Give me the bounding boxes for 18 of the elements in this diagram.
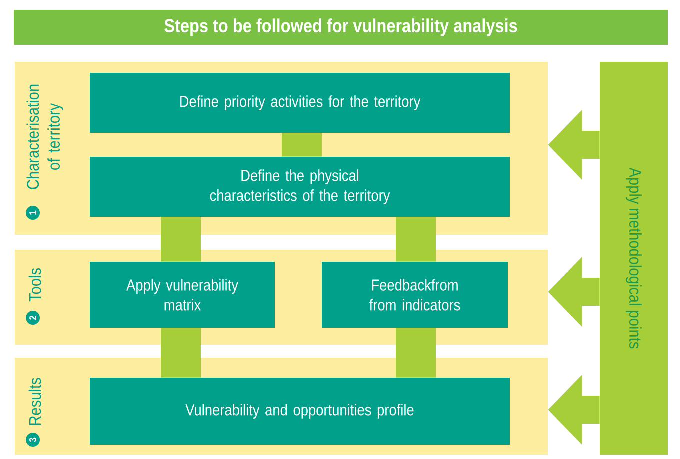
connector-bar xyxy=(396,217,436,262)
band-label: Tools xyxy=(28,268,42,302)
step-number: 3 xyxy=(26,432,40,447)
step-box: Vulnerability and opportunities profile xyxy=(90,378,510,445)
step-box: Feedbackfrom from indicators xyxy=(322,262,508,328)
step-box: Define the physical characteristics of the territory xyxy=(90,156,510,217)
connector-bar xyxy=(161,328,201,378)
step-number: 1 xyxy=(26,206,40,220)
band-label: Results xyxy=(28,378,42,426)
connector-bar xyxy=(282,133,322,157)
title-bar: Steps to be followed for vulnerability analysis xyxy=(14,10,668,45)
connector-bar xyxy=(396,328,436,378)
connector-bar xyxy=(161,217,201,262)
band-label: Characterisation of territory xyxy=(26,84,64,190)
step-box: Define priority activities for the territory xyxy=(90,72,510,133)
side-bar-label: Apply methodological points xyxy=(626,168,642,349)
step-box: Apply vulnerability matrix xyxy=(90,262,275,328)
step-number: 2 xyxy=(26,310,40,325)
